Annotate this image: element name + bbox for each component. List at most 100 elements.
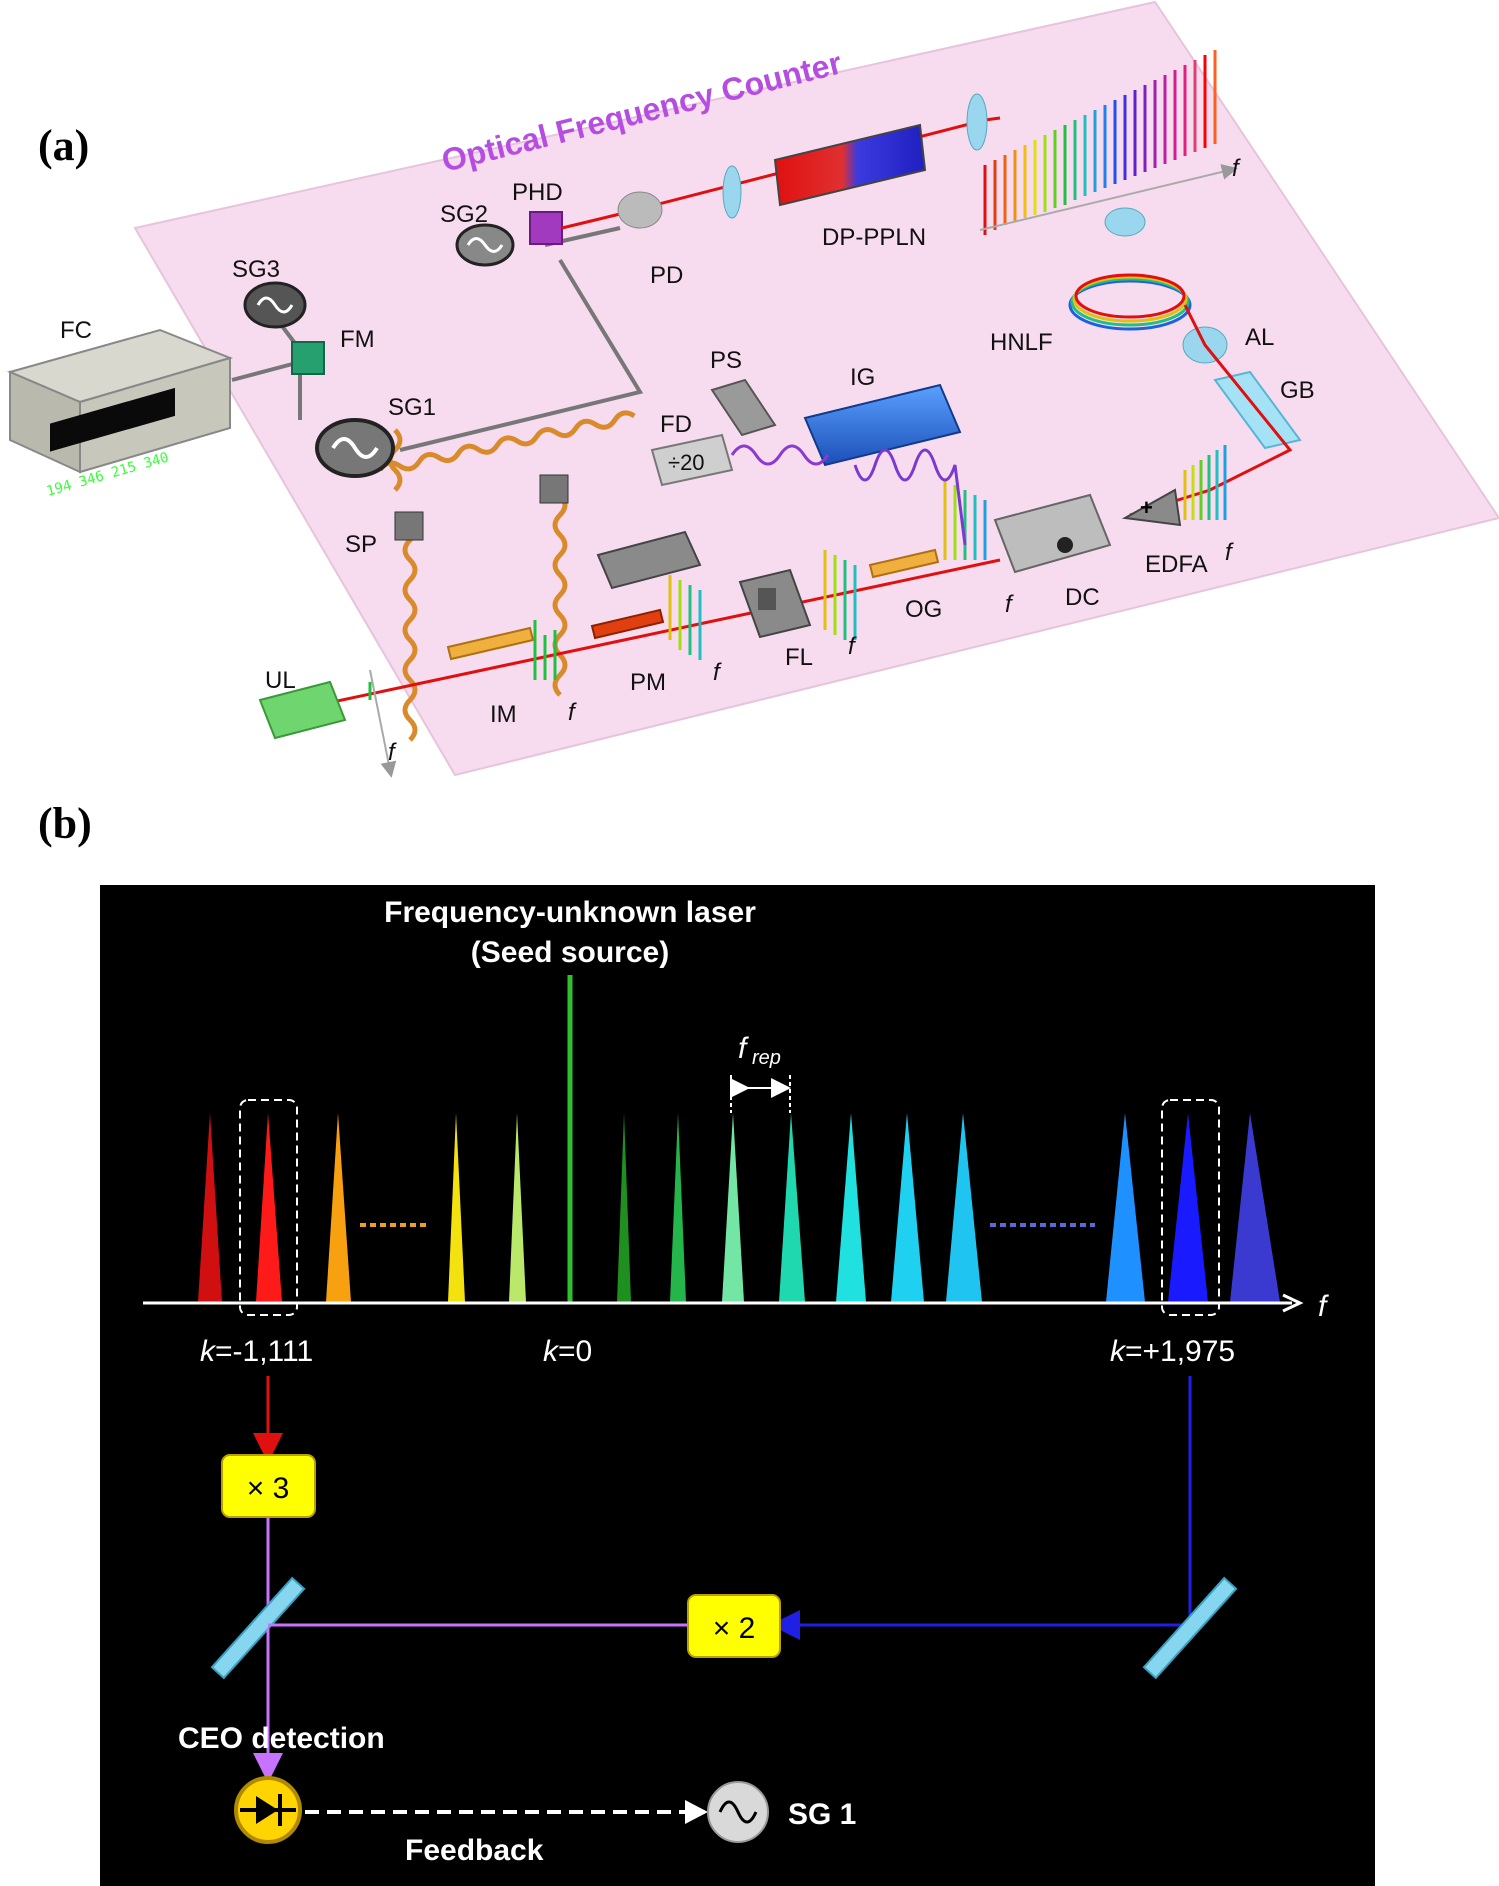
- selection-box-left: [239, 1099, 298, 1316]
- k-mid-label: k=0: [543, 1335, 592, 1368]
- label-IG: IG: [850, 364, 875, 391]
- tooth-7: [670, 1113, 686, 1302]
- sg3-generator: [243, 281, 307, 329]
- label-DC: DC: [1065, 584, 1100, 611]
- mirror-left: [210, 1576, 306, 1680]
- supercontinuum-comb: [983, 50, 1217, 235]
- panel-a-label: (a): [38, 121, 89, 170]
- label-SP: SP: [345, 531, 377, 558]
- frequency-counter: 194 346 215 340: [6, 328, 234, 500]
- axis-f-fl: f: [848, 633, 857, 660]
- lens-3: [1104, 207, 1146, 237]
- panel-b-label: (b): [38, 799, 92, 848]
- beam-right: [1129, 304, 1293, 517]
- dc-module: [993, 493, 1112, 574]
- tooth-1: [198, 1113, 222, 1302]
- tooth-10: [836, 1113, 866, 1302]
- axis-f-edfa: f: [1225, 539, 1234, 566]
- pm-comb: [668, 575, 702, 660]
- sg1-label: SG 1: [788, 1798, 856, 1831]
- label-SG3: SG3: [232, 256, 280, 283]
- mirror-right: [1142, 1576, 1238, 1680]
- k-left-label: k=-1,111: [200, 1335, 313, 1368]
- og-modulator: [868, 548, 940, 579]
- tooth-6: [617, 1113, 631, 1302]
- edfa-plus: +: [1140, 495, 1153, 520]
- selection-box-right: [1161, 1099, 1220, 1316]
- tooth-9: [779, 1113, 805, 1302]
- label-OG: OG: [905, 596, 942, 623]
- label-PD: PD: [650, 262, 683, 289]
- tooth-2: [256, 1113, 282, 1302]
- phd-module: [529, 211, 563, 245]
- axis-f-top: f: [1232, 155, 1241, 182]
- label-HNLF: HNLF: [990, 329, 1053, 356]
- label-FM: FM: [340, 326, 375, 353]
- label-PM: PM: [630, 669, 666, 696]
- frep-sub: rep: [752, 1047, 781, 1069]
- axis-f-pm: f: [713, 659, 722, 686]
- phase-shifter-box: [596, 530, 702, 590]
- label-UL: UL: [265, 667, 296, 694]
- fl-comb: [823, 550, 857, 640]
- label-SG2: SG2: [440, 201, 488, 228]
- sp-splitter-2: [539, 474, 569, 504]
- seed-title-line2: (Seed source): [471, 936, 669, 969]
- pd-detector: [617, 191, 663, 229]
- label-PS: PS: [710, 347, 742, 374]
- tooth-3: [326, 1113, 351, 1302]
- im-comb: [533, 620, 557, 680]
- ps-shifter: [710, 378, 777, 437]
- tooth-4: [448, 1113, 465, 1302]
- fl-filter: [738, 568, 812, 639]
- label-GB: GB: [1280, 377, 1315, 404]
- lens-2: [966, 93, 988, 151]
- label-FC: FC: [60, 317, 92, 344]
- axis-f-im: f: [568, 699, 577, 726]
- k-right-label: k=+1,975: [1110, 1335, 1235, 1368]
- tooth-13: [1106, 1113, 1145, 1302]
- fd-ratio: ÷20: [668, 450, 705, 475]
- og-comb: [943, 480, 987, 560]
- dp-ppln-crystal: [773, 123, 927, 207]
- axis-f-label: f: [1318, 1290, 1329, 1323]
- lens-1: [722, 165, 742, 219]
- label-AL: AL: [1245, 324, 1274, 351]
- axis-ul: [369, 669, 397, 778]
- frep-main: f: [738, 1032, 749, 1065]
- sg1-generator: [315, 418, 395, 478]
- multiplier-x2-label: × 2: [713, 1612, 756, 1645]
- fd-divider: [650, 433, 734, 487]
- axis-f-og: f: [1005, 591, 1014, 618]
- feedback-arrowhead: [685, 1800, 708, 1824]
- hnlf-fiber-coil: [1068, 273, 1192, 331]
- tooth-5: [509, 1113, 526, 1302]
- label-FL: FL: [785, 644, 813, 671]
- ig-drive-signal: [853, 448, 967, 546]
- tooth-8: [722, 1113, 744, 1302]
- optical-table-plate: [133, 0, 1499, 777]
- comb-teeth: [198, 1113, 1280, 1302]
- panel-b-background: [100, 885, 1375, 1886]
- ig-pulse-signal: [730, 444, 830, 466]
- label-SG1: SG1: [388, 394, 436, 421]
- ceo-detection-label: CEO detection: [178, 1722, 385, 1755]
- fm-module: [291, 341, 325, 375]
- sg2-generator: [455, 223, 515, 267]
- label-IM: IM: [490, 701, 517, 728]
- axis-f-ul: f: [388, 739, 397, 766]
- tooth-15: [1230, 1113, 1280, 1302]
- edfa-comb: [1183, 445, 1227, 520]
- photodiode-icon: [234, 1776, 302, 1844]
- label-DP-PPLN: DP-PPLN: [822, 224, 926, 251]
- sp-splitter-1: [394, 511, 424, 541]
- tooth-12: [946, 1113, 982, 1302]
- edfa-amplifier: [1121, 488, 1182, 527]
- axis-top-right: [979, 164, 1238, 231]
- multiplier-x3-label: × 3: [247, 1472, 290, 1505]
- label-PHD: PHD: [512, 179, 563, 206]
- label-EDFA: EDFA: [1145, 551, 1208, 578]
- tooth-11: [891, 1113, 924, 1302]
- label-FD: FD: [660, 411, 692, 438]
